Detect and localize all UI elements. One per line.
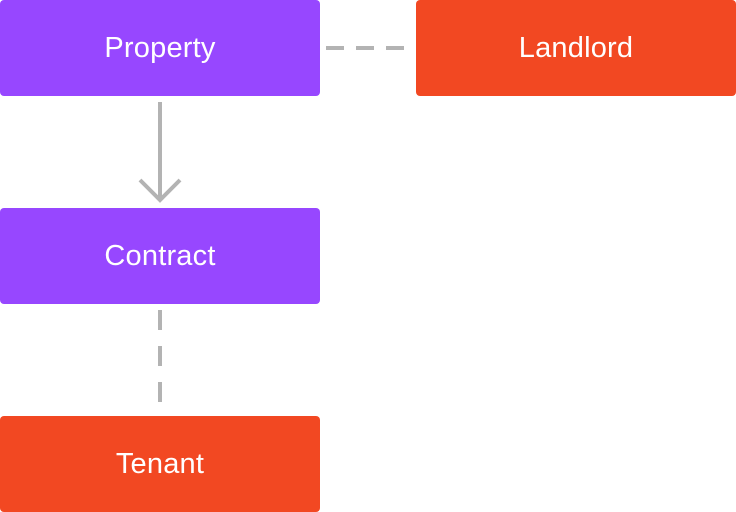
node-landlord-label: Landlord	[518, 31, 634, 64]
node-contract[interactable]: Contract	[0, 208, 320, 304]
node-contract-label: Contract	[104, 239, 216, 272]
node-tenant[interactable]: Tenant	[0, 416, 320, 512]
edge-property-contract	[138, 102, 182, 203]
node-tenant-label: Tenant	[115, 447, 205, 480]
node-property-label: Property	[104, 31, 216, 64]
node-landlord[interactable]: Landlord	[416, 0, 736, 96]
node-property[interactable]: Property	[0, 0, 320, 96]
arrowhead-down-icon	[138, 178, 182, 203]
